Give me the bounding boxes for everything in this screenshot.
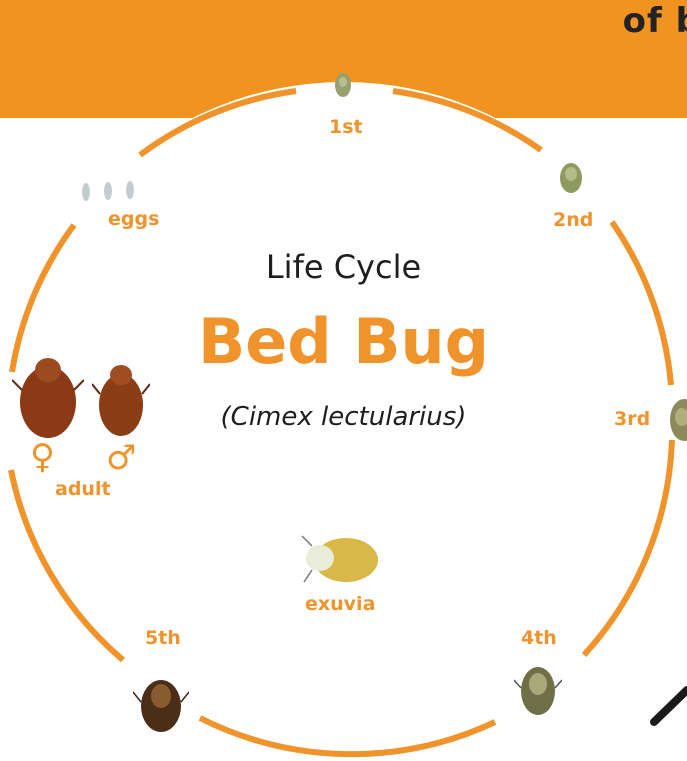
exuvia-icon [298, 532, 382, 586]
nymph-icon [133, 668, 189, 734]
diagram-title: Bed Bug [0, 308, 687, 376]
magnifier-handle-icon [650, 682, 687, 727]
nymph-icon [556, 160, 586, 196]
stage-label-5th: 5th [145, 629, 181, 648]
scientific-name: (Cimex lectularius) [0, 403, 687, 432]
stage-label-adult: adult [55, 480, 111, 499]
banner-heading: of b [623, 4, 687, 38]
male-symbol: ♂ [106, 441, 136, 475]
egg-icon [78, 178, 142, 204]
nymph-icon [332, 70, 354, 100]
stage-label-1st: 1st [329, 118, 363, 137]
stage-label-exuvia: exuvia [305, 595, 375, 614]
stage-label-4th: 4th [521, 629, 557, 648]
stage-label-2nd: 2nd [553, 211, 593, 230]
female-symbol: ♀ [30, 440, 55, 474]
stage-label-eggs: eggs [108, 210, 159, 229]
diagram-subtitle: Life Cycle [0, 250, 687, 285]
nymph-icon [514, 658, 562, 720]
